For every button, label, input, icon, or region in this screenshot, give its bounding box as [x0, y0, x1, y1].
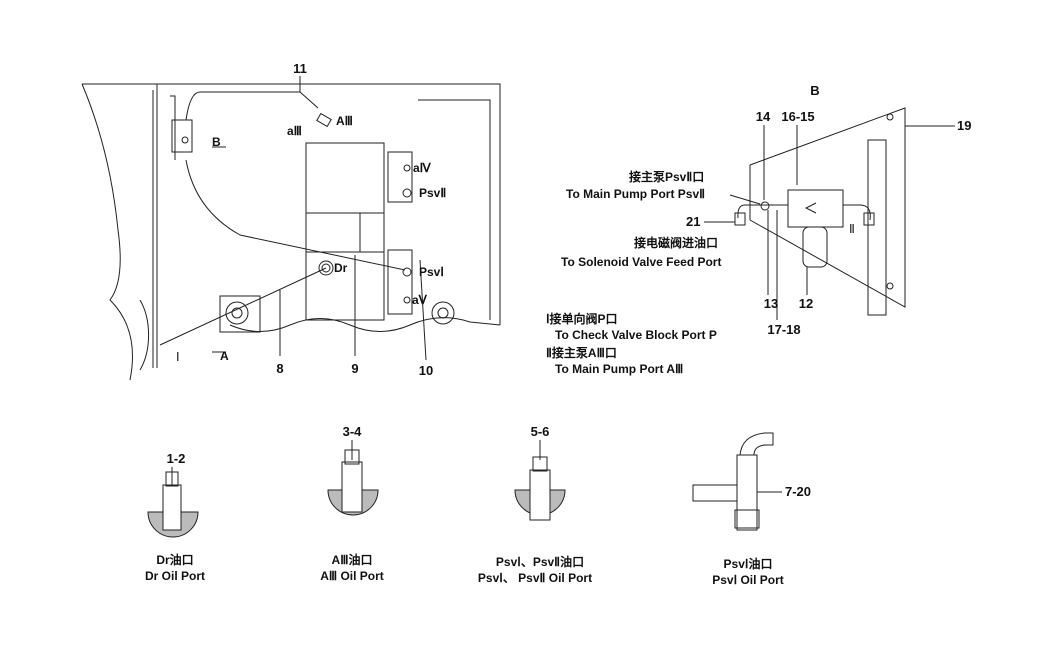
callout-8: 8	[276, 361, 284, 376]
label-feed-en: To Solenoid Valve Feed Port	[561, 255, 722, 269]
port-a4: aⅣ	[413, 161, 431, 175]
label-feed-cn: 接电磁阀进油口	[634, 236, 719, 250]
callout-14: 14	[755, 109, 771, 124]
callout-19: 19	[957, 118, 972, 133]
port-psv2: PsvⅡ	[419, 186, 447, 200]
port-a3: AⅢ	[336, 114, 353, 128]
detail-3-cn: PsvⅠ、PsvⅡ油口	[495, 555, 585, 569]
note-1-en: To Check Valve Block Port P	[555, 328, 717, 342]
callout-12: 12	[798, 296, 814, 311]
view-a-drawing	[81, 76, 501, 381]
detail-2-en: AⅢ Oil Port	[320, 569, 384, 583]
callout-11: 11	[293, 61, 307, 76]
port-dr: Dr	[334, 261, 348, 275]
detail-4-cn: PsvⅠ油口	[723, 557, 773, 571]
view-marker-b: B	[212, 135, 221, 149]
label-psv2-en: To Main Pump Port PsvⅡ	[566, 187, 706, 201]
port-a5: aⅤ	[412, 293, 427, 307]
detail-4-callout: 7-20	[785, 484, 812, 499]
view-b-drawing	[704, 107, 955, 320]
detail-dr-port-drawing	[147, 467, 199, 538]
detail-1-cn: Dr油口	[156, 553, 194, 567]
note-2-en: To Main Pump Port AⅢ	[555, 362, 684, 376]
callout-13: 13	[763, 296, 779, 311]
callout-21: 21	[686, 214, 701, 229]
detail-1-en: Dr Oil Port	[144, 569, 206, 583]
note-2-cn: Ⅱ接主泵AⅢ口	[546, 346, 617, 360]
port-ii-marker: Ⅱ	[849, 222, 855, 236]
callout-17-18: 17-18	[767, 322, 801, 337]
detail-psv-port-drawing	[514, 440, 566, 521]
detail-3-en: PsvⅠ、 PsvⅡ Oil Port	[477, 571, 593, 585]
detail-4-en: PsvⅠ Oil Port	[712, 573, 784, 587]
view-marker-a: A	[220, 349, 229, 363]
view-marker-i: Ⅰ	[176, 350, 180, 364]
detail-2-cn: AⅢ油口	[331, 553, 373, 567]
view-b-title: B	[810, 83, 820, 98]
callout-9: 9	[351, 361, 359, 376]
note-1-cn: Ⅰ接单向阀P口	[546, 312, 618, 326]
detail-a3-port-drawing	[327, 440, 379, 516]
callout-16-15: 16-15	[781, 109, 815, 124]
detail-3-callout: 5-6	[530, 424, 550, 439]
detail-psv1-fitting-drawing	[692, 432, 782, 531]
detail-1-callout: 1-2	[166, 451, 186, 466]
port-psv1: PsvⅠ	[419, 265, 444, 279]
port-a3-small: aⅢ	[287, 124, 302, 138]
callout-10: 10	[418, 363, 434, 378]
detail-2-callout: 3-4	[342, 424, 362, 439]
label-psv2-cn: 接主泵PsvⅡ口	[629, 170, 705, 184]
